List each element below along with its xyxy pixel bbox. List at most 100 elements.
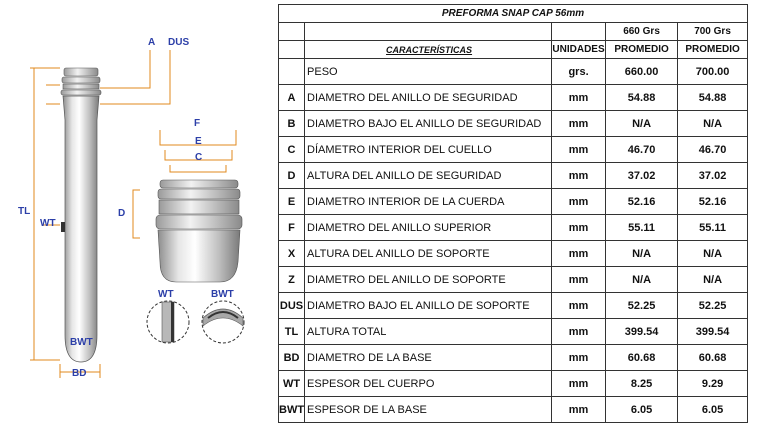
row-value-700: 60.68 [677, 344, 749, 371]
label-dus: DUS [168, 37, 190, 48]
row-value-660: 52.25 [605, 292, 679, 319]
row-value-700: 52.25 [677, 292, 749, 319]
row-unit: mm [551, 240, 607, 267]
label-tl: TL [18, 206, 31, 217]
weight-2: 700 Grs [677, 22, 749, 41]
row-value-700: 6.05 [677, 396, 749, 423]
callout-lines [42, 50, 237, 239]
row-description: ESPESOR DE LA BASE [304, 396, 553, 423]
row-code: F [277, 214, 306, 241]
preform-drawing [30, 50, 245, 378]
row-unit: mm [551, 292, 607, 319]
row-value-700: 55.11 [677, 214, 749, 241]
row-value-700: 37.02 [677, 162, 749, 189]
row-value-700: N/A [677, 240, 749, 267]
preform-diagram: A DUS TL WT BWT BD F E C D WT BWT [0, 0, 275, 426]
row-value-660: 52.16 [605, 188, 679, 215]
row-unit: mm [551, 370, 607, 397]
row-code: TL [277, 318, 306, 345]
row-value-700: N/A [677, 266, 749, 293]
row-value-660: 46.70 [605, 136, 679, 163]
row-code: C [277, 136, 306, 163]
header-row: CARACTERÍSTICAS UNIDADES PROMEDIO PROMED… [277, 40, 749, 59]
label-bwt-detail: BWT [211, 289, 234, 300]
row-value-660: 399.54 [605, 318, 679, 345]
row-value-660: N/A [605, 110, 679, 137]
label-d: D [118, 208, 126, 219]
row-code: X [277, 240, 306, 267]
promedio-1: PROMEDIO [605, 40, 679, 59]
label-bd: BD [72, 368, 87, 379]
weight-1: 660 Grs [605, 22, 679, 41]
label-bwt: BWT [70, 337, 93, 348]
row-unit: mm [551, 396, 607, 423]
row-value-700: 46.70 [677, 136, 749, 163]
preform-body [60, 67, 102, 363]
row-code: BWT [277, 396, 306, 423]
row-description: DIAMETRO DE LA BASE [304, 344, 553, 371]
row-code: DUS [277, 292, 306, 319]
row-code: D [277, 162, 306, 189]
row-unit: mm [551, 318, 607, 345]
row-code: E [277, 188, 306, 215]
row-description: DÍAMETRO INTERIOR DEL CUELLO [304, 136, 553, 163]
row-value-660: 54.88 [605, 84, 679, 111]
row-description: DIAMETRO BAJO EL ANILLO DE SEGURIDAD [304, 110, 553, 137]
col-unidades: UNIDADES [551, 40, 607, 59]
row-unit: grs. [551, 58, 607, 85]
row-unit: mm [551, 84, 607, 111]
row-description: ALTURA DEL ANILLO DE SOPORTE [304, 240, 553, 267]
row-value-660: 8.25 [605, 370, 679, 397]
row-unit: mm [551, 214, 607, 241]
row-code: WT [277, 370, 306, 397]
row-value-660: N/A [605, 266, 679, 293]
row-value-660: N/A [605, 240, 679, 267]
row-description: DIAMETRO DEL ANILLO DE SOPORTE [304, 266, 553, 293]
row-unit: mm [551, 162, 607, 189]
row-value-660: 60.68 [605, 344, 679, 371]
col-caracteristicas: CARACTERÍSTICAS [304, 40, 553, 59]
neck-detail [155, 179, 243, 283]
row-value-660: 6.05 [605, 396, 679, 423]
row-value-700: 9.29 [677, 370, 749, 397]
title-row: PREFORMA SNAP CAP 56mm [277, 4, 749, 23]
label-wt-detail: WT [158, 289, 174, 300]
row-unit: mm [551, 266, 607, 293]
row-value-700: 700.00 [677, 58, 749, 85]
row-code [277, 58, 306, 85]
weight-row: 660 Grs 700 Grs [277, 22, 749, 41]
label-a: A [148, 37, 156, 48]
row-description: DIAMETRO INTERIOR DE LA CUERDA [304, 188, 553, 215]
row-value-700: 54.88 [677, 84, 749, 111]
label-wt: WT [40, 218, 56, 229]
row-value-660: 55.11 [605, 214, 679, 241]
row-description: ESPESOR DEL CUERPO [304, 370, 553, 397]
row-description: PESO [304, 58, 553, 85]
row-unit: mm [551, 188, 607, 215]
row-unit: mm [551, 344, 607, 371]
label-e: E [195, 136, 202, 147]
row-value-700: N/A [677, 110, 749, 137]
row-description: DIAMETRO BAJO EL ANILLO DE SOPORTE [304, 292, 553, 319]
table-title: PREFORMA SNAP CAP 56mm [277, 4, 749, 23]
row-description: DIAMETRO DEL ANILLO DE SEGURIDAD [304, 84, 553, 111]
label-f: F [194, 118, 201, 129]
dimension-lines [30, 67, 101, 378]
row-code: BD [277, 344, 306, 371]
row-description: ALTURA TOTAL [304, 318, 553, 345]
row-value-660: 660.00 [605, 58, 679, 85]
row-value-700: 52.16 [677, 188, 749, 215]
